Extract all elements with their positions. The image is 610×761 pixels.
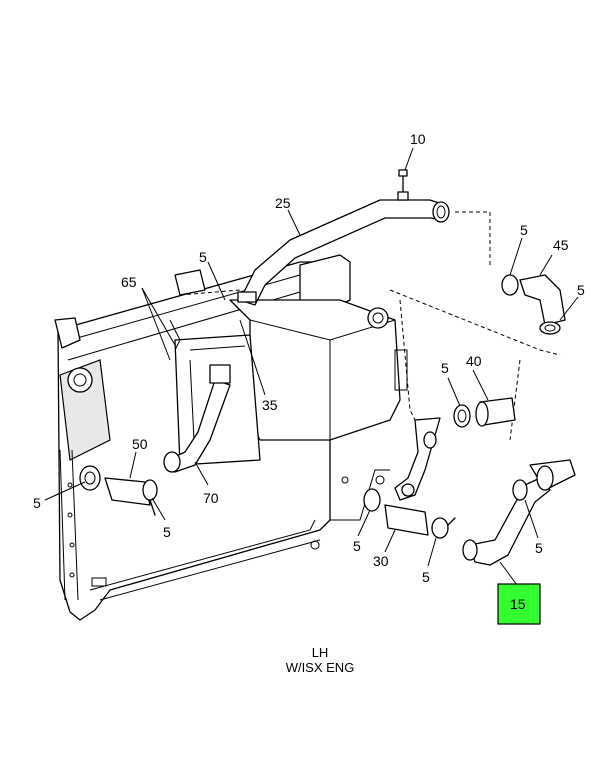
callout-70[interactable]: 70 xyxy=(203,490,219,506)
callout-15[interactable]: 15 xyxy=(510,596,526,612)
callout-5[interactable]: 5 xyxy=(353,538,361,554)
hose-30 xyxy=(363,488,456,539)
callout-5[interactable]: 5 xyxy=(520,222,528,238)
highlight-box-15 xyxy=(497,583,541,625)
callout-25[interactable]: 25 xyxy=(275,195,291,211)
upper-hose-25 xyxy=(237,169,450,306)
pipe-40 xyxy=(453,397,516,428)
hose-70 xyxy=(163,364,231,473)
callout-50[interactable]: 50 xyxy=(132,436,148,452)
bracket-65 xyxy=(169,269,206,351)
caption-side: LH xyxy=(312,645,329,660)
callout-65[interactable]: 65 xyxy=(121,274,137,290)
caption-engine: W/ISX ENG xyxy=(286,660,355,675)
callout-35[interactable]: 35 xyxy=(262,397,278,413)
callout-5[interactable]: 5 xyxy=(441,360,449,376)
callout-5[interactable]: 5 xyxy=(199,249,207,265)
callout-30[interactable]: 30 xyxy=(373,553,389,569)
callout-labels: 10 25 5 45 5 5 65 35 5 40 50 5 70 5 5 30… xyxy=(33,131,585,612)
callout-5[interactable]: 5 xyxy=(535,540,543,556)
elbow-45 xyxy=(501,274,566,335)
callout-5[interactable]: 5 xyxy=(577,282,585,298)
callout-5[interactable]: 5 xyxy=(422,569,430,585)
callout-10[interactable]: 10 xyxy=(410,131,426,147)
pipe-15 xyxy=(462,459,576,566)
leader-lines xyxy=(44,147,579,586)
hose-50 xyxy=(79,465,158,516)
callout-40[interactable]: 40 xyxy=(466,353,482,369)
callout-5[interactable]: 5 xyxy=(163,524,171,540)
center-pipe xyxy=(394,417,441,501)
callout-45[interactable]: 45 xyxy=(553,237,569,253)
callout-5[interactable]: 5 xyxy=(33,495,41,511)
